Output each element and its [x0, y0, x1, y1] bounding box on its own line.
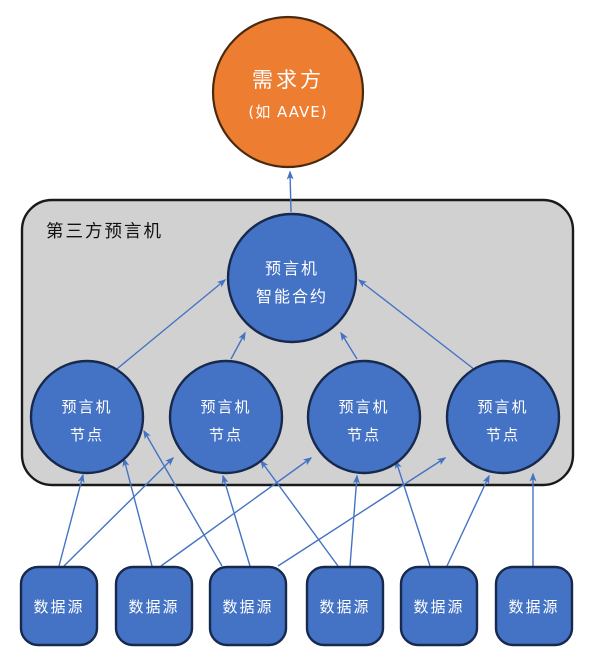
oracle-node-label-line2: 节点 — [70, 426, 104, 444]
data-source-box — [305, 565, 385, 647]
arrow-source1-node1 — [58, 473, 85, 567]
data-source-5: 数据源 — [399, 565, 479, 647]
oracle-node-circle — [168, 359, 284, 475]
oracle-node-label-line1: 预言机 — [61, 398, 112, 416]
oracle-node-label-line2: 节点 — [347, 426, 381, 444]
arrow-source1-node2 — [63, 456, 175, 567]
data-source-box — [208, 565, 288, 647]
arrow-contract-demander — [286, 170, 294, 213]
demander-label-line1: 需求方 — [252, 68, 324, 92]
arrow-source3-node2 — [221, 474, 251, 567]
data-source-label: 数据源 — [33, 598, 84, 616]
data-source-label: 数据源 — [413, 598, 464, 616]
data-source-box — [19, 565, 99, 647]
arrow-node3-contract — [340, 331, 358, 360]
data-source-label: 数据源 — [128, 598, 179, 616]
oracle-node-label-line2: 节点 — [209, 426, 243, 444]
data-source-2: 数据源 — [114, 565, 194, 647]
demander-label-line2: (如 AAVE) — [248, 103, 327, 121]
container-title: 第三方预言机 — [46, 222, 163, 242]
arrow-source4-node3 — [349, 474, 360, 567]
arrow-source2-node3 — [160, 457, 313, 567]
arrow-node2-contract — [230, 331, 246, 360]
oracle-node-4: 预言机 节点 — [445, 359, 561, 475]
oracle-node-3: 预言机 节点 — [306, 359, 422, 475]
smart-contract-label-line1: 预言机 — [265, 259, 319, 278]
oracle-node-circle — [306, 359, 422, 475]
oracle-node-circle — [445, 359, 561, 475]
data-source-box — [399, 565, 479, 647]
data-source-3: 数据源 — [208, 565, 288, 647]
smart-contract-circle — [226, 212, 358, 344]
data-source-1: 数据源 — [19, 565, 99, 647]
oracle-node-circle — [29, 359, 145, 475]
data-source-box — [114, 565, 194, 647]
oracle-node-label-line1: 预言机 — [477, 398, 528, 416]
oracle-node-1: 预言机 节点 — [29, 359, 145, 475]
smart-contract-label-line2: 智能合约 — [256, 287, 328, 306]
oracle-node-label-line1: 预言机 — [338, 398, 389, 416]
arrow-source2-node1 — [122, 457, 153, 567]
arrow-source4-node2 — [260, 459, 339, 567]
data-source-6: 数据源 — [494, 565, 574, 647]
data-source-label: 数据源 — [222, 598, 273, 616]
oracle-node-2: 预言机 节点 — [168, 359, 284, 475]
data-source-label: 数据源 — [508, 598, 559, 616]
data-source-label: 数据源 — [319, 598, 370, 616]
oracle-node-label-line2: 节点 — [486, 426, 520, 444]
demander-circle — [211, 15, 365, 169]
oracle-node-label-line1: 预言机 — [200, 398, 251, 416]
data-source-box — [494, 565, 574, 647]
arrow-node1-contract — [111, 279, 227, 374]
arrow-source5-node4 — [446, 474, 490, 567]
arrow-source5-node3 — [394, 459, 431, 567]
data-source-4: 数据源 — [305, 565, 385, 647]
arrow-source3-node4 — [277, 457, 447, 567]
arrow-source3-node1 — [143, 429, 223, 567]
arrow-node4-contract — [357, 279, 480, 374]
